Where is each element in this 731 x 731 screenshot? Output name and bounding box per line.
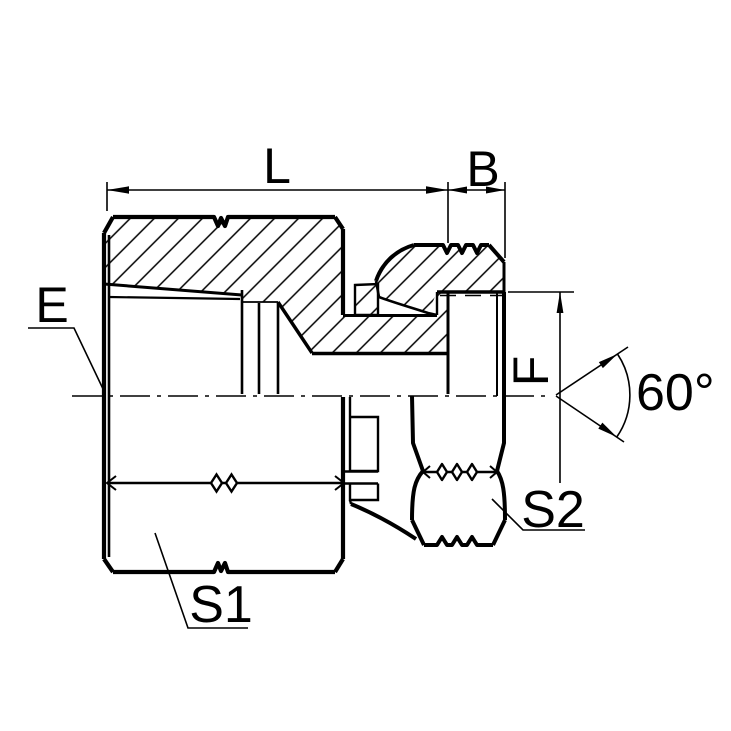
swivel-nut-lower-outline: [350, 395, 507, 547]
hex-body-outline: [101, 214, 346, 575]
nut-section-hatch: [376, 245, 504, 313]
leader-E: [28, 327, 105, 392]
label-S2: S2: [521, 481, 585, 539]
label-S1: S1: [189, 576, 253, 634]
swivel-nut-upper-outline: [374, 243, 506, 396]
label-cone-angle: 60°: [636, 364, 715, 422]
dimensions: [106, 182, 631, 483]
label-L: L: [263, 138, 291, 194]
dimension-arrows: [107, 186, 618, 437]
hex-body-corner-line: [105, 472, 346, 494]
shank-groove-detail: [344, 397, 380, 505]
labels: E L B F S1 S2 60°: [35, 138, 714, 634]
label-F: F: [503, 356, 559, 387]
hatched-section-regions: [104, 217, 504, 353]
label-B: B: [466, 141, 499, 197]
body-section-hatch: [104, 217, 448, 353]
leader-lines: [28, 327, 585, 629]
cone-angle-arc: [616, 353, 631, 438]
leader-S1: [154, 532, 248, 629]
internal-bore-lines: [103, 282, 450, 394]
label-E: E: [35, 277, 68, 333]
washer-section-hatch: [353, 282, 380, 317]
leader-S2: [491, 498, 585, 531]
